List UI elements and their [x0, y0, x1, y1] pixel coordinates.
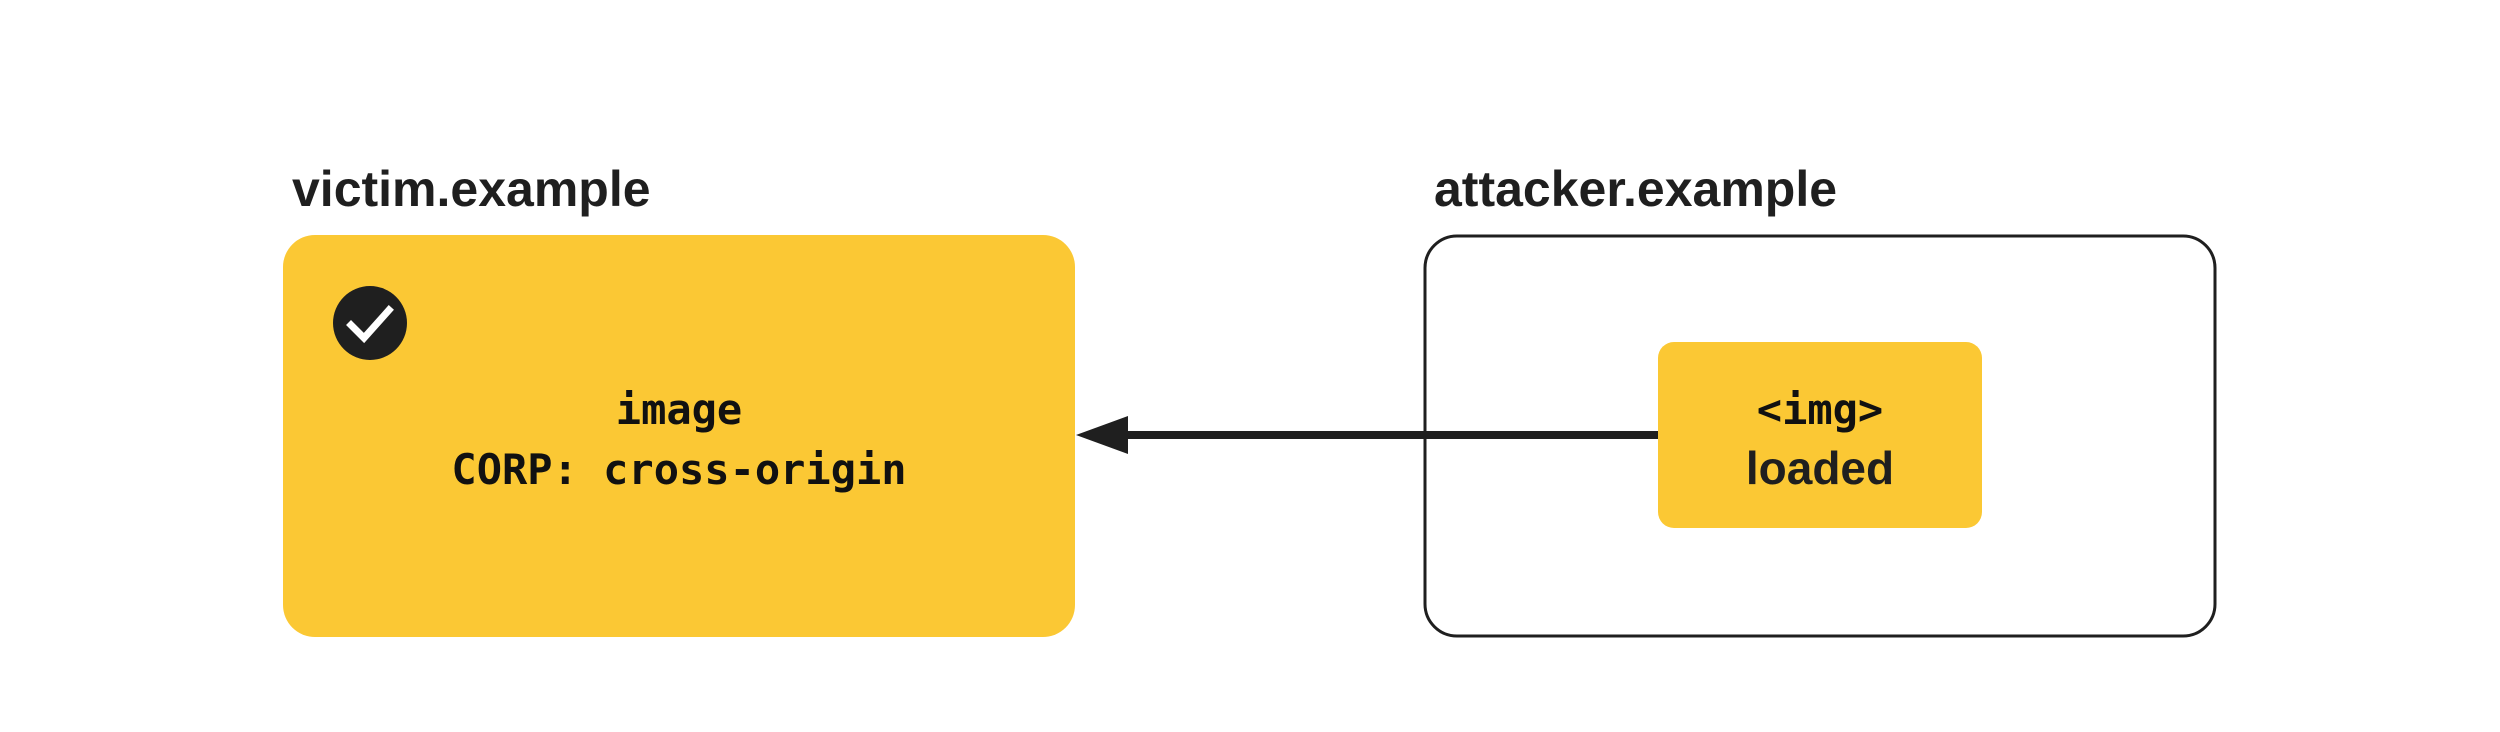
img-tag-label: <img>	[1757, 385, 1883, 434]
img-status-label: loaded	[1746, 442, 1894, 494]
victim-box	[283, 235, 1075, 637]
attacker-origin-label: attacker.example	[1434, 161, 1837, 217]
arrow-left-icon	[1076, 416, 1660, 454]
img-element-box	[1658, 342, 1982, 528]
check-circle-icon	[333, 286, 407, 360]
victim-resource-type: image	[616, 385, 742, 434]
victim-corp-header: CORP: cross-origin	[451, 445, 906, 494]
victim-origin-label: victim.example	[292, 161, 651, 217]
